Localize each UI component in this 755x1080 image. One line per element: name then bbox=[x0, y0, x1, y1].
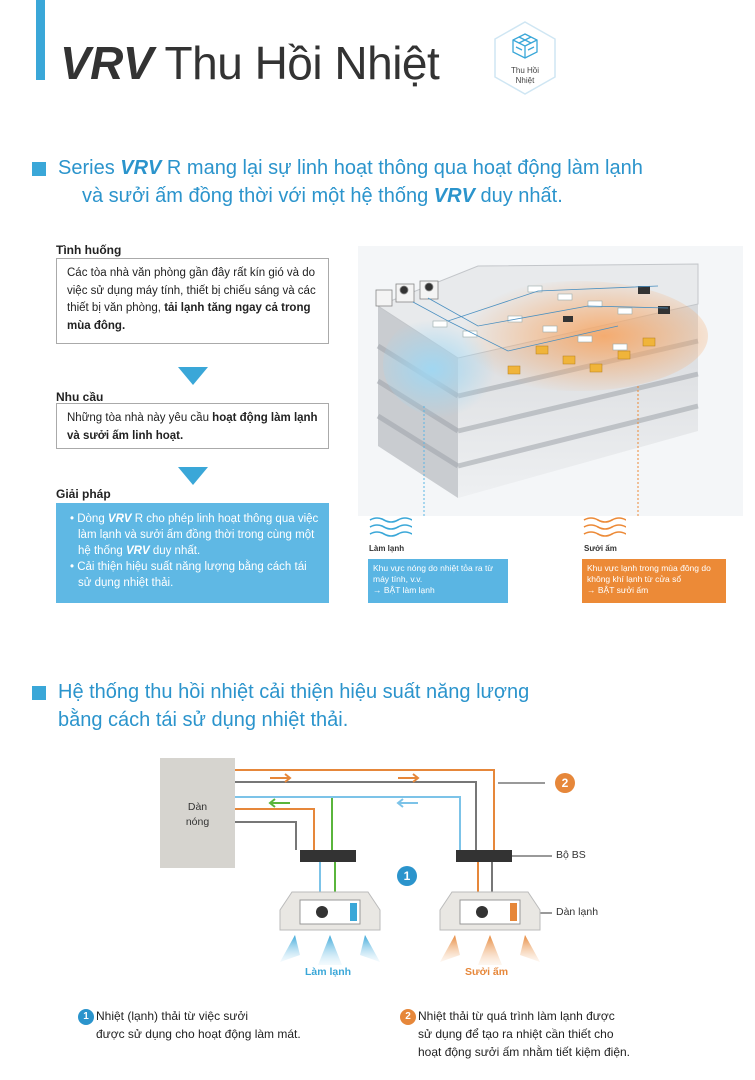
building-illustration bbox=[358, 246, 743, 516]
section1-heading: Series VRV R mang lại sự linh hoạt thông… bbox=[58, 157, 643, 207]
indoor-unit-cool bbox=[279, 891, 381, 965]
need-label: Nhu cầu bbox=[56, 390, 104, 404]
outdoor-unit-box bbox=[160, 758, 235, 868]
cooling-label: Làm lạnh bbox=[369, 544, 405, 553]
need-box: Những tòa nhà này yêu cầu hoạt động làm … bbox=[56, 403, 329, 449]
heat-recovery-diagram bbox=[160, 758, 552, 965]
badge-hexagon-icon bbox=[494, 21, 556, 95]
indoor-unit-heat bbox=[439, 891, 541, 965]
heat-recovery-badge: Thu Hồi Nhiệt bbox=[492, 20, 558, 96]
solution-box: • Dòng VRV R cho phép linh hoạt thông qu… bbox=[56, 503, 329, 603]
title-rest: Thu Hồi Nhiệt bbox=[153, 37, 440, 89]
marker-1: 1 bbox=[397, 866, 417, 886]
bs-unit-label: Bộ BS bbox=[556, 849, 586, 861]
bs-unit-2 bbox=[456, 850, 512, 862]
heating-info-box: Khu vực lạnh trong mùa đông do không khí… bbox=[582, 559, 726, 603]
cooling-wave-icon bbox=[369, 517, 412, 537]
solution-bullet-2: • Cải thiện hiệu suất năng lượng bằng cá… bbox=[70, 561, 307, 589]
section2-bullet bbox=[32, 686, 46, 700]
diagram-cooling-label: Làm lạnh bbox=[305, 966, 352, 978]
bs-unit-1 bbox=[300, 850, 356, 862]
solution-bullet-1: • Dòng VRV R cho phép linh hoạt thông qu… bbox=[70, 513, 319, 557]
diagram-heating-label: Sưởi ấm bbox=[465, 966, 509, 978]
outdoor-unit-label: Dàn nóng bbox=[185, 801, 210, 828]
indoor-unit-label: Dàn lạnh bbox=[556, 906, 599, 918]
arrow-down-icon bbox=[178, 367, 208, 385]
heating-label: Sưởi ấm bbox=[584, 544, 617, 553]
section2-heading: Hệ thống thu hồi nhiệt cải thiện hiệu su… bbox=[58, 681, 530, 731]
section1-bullet bbox=[32, 162, 46, 176]
heating-wave-icon bbox=[583, 517, 626, 537]
marker-2: 2 bbox=[555, 773, 575, 793]
solution-label: Giải pháp bbox=[56, 487, 111, 501]
header-accent-bar bbox=[36, 0, 45, 80]
title-vrv: VRV bbox=[60, 37, 154, 89]
badge-label: Thu Hồi Nhiệt bbox=[510, 66, 539, 85]
situation-label: Tình huống bbox=[56, 243, 122, 257]
page-title: VRV Thu Hồi Nhiệt bbox=[60, 36, 440, 90]
situation-box: Các tòa nhà văn phòng gần đây rất kín gi… bbox=[56, 258, 329, 344]
arrow-down-icon bbox=[178, 467, 208, 485]
cooling-info-box: Khu vực nóng do nhiệt tỏa ra từ máy tính… bbox=[368, 559, 508, 603]
